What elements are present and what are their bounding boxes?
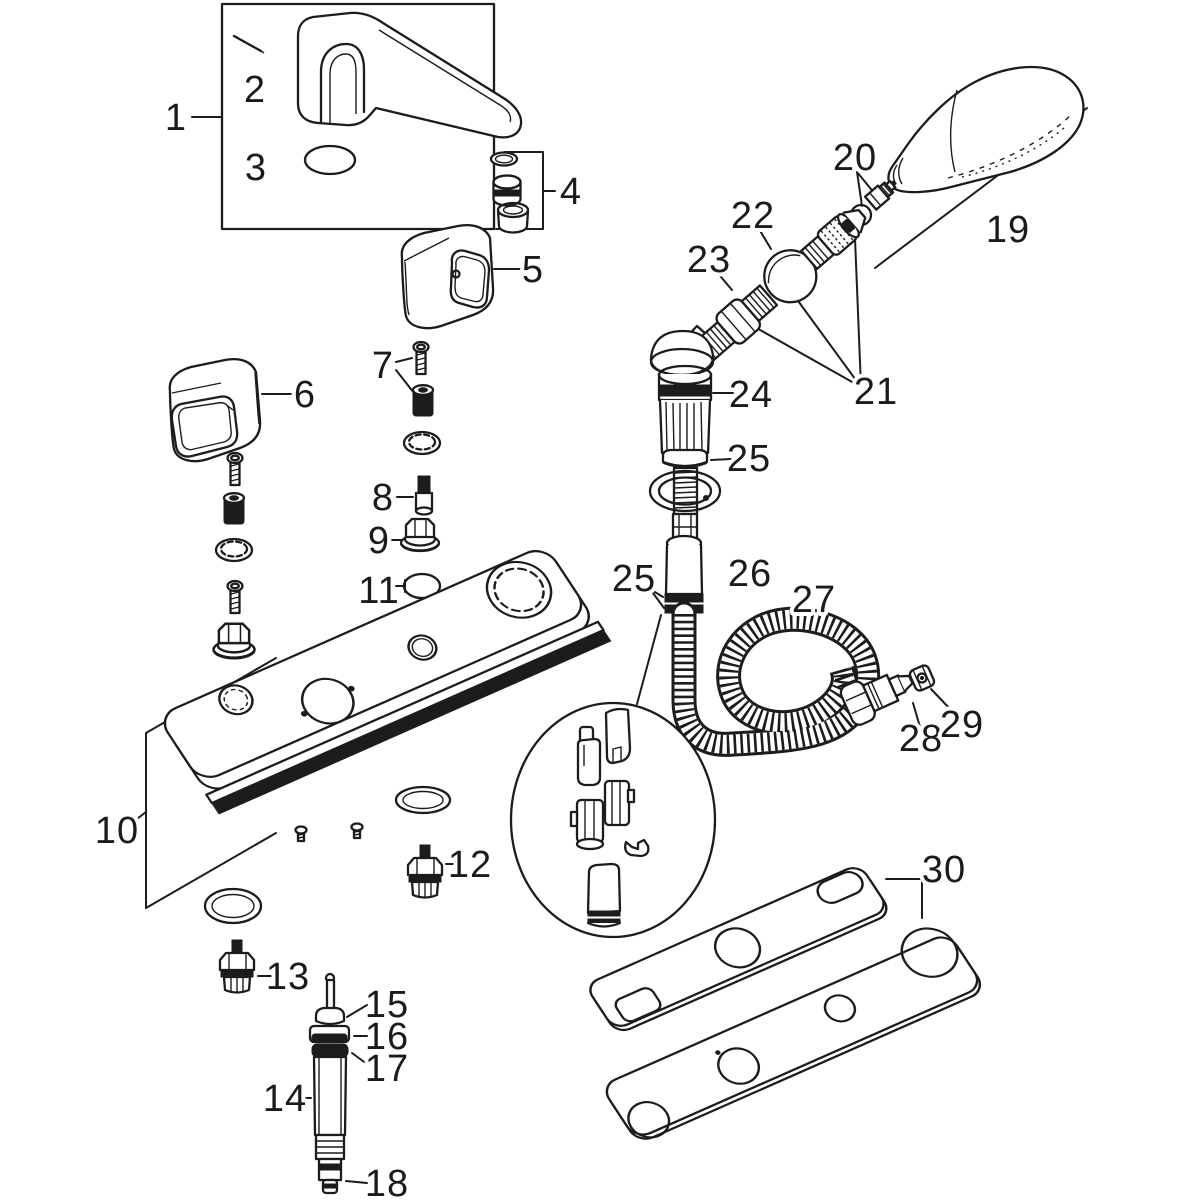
o-ring-part11 (402, 572, 442, 600)
callout-12: 12 (448, 844, 492, 886)
cartridge-part12 (406, 843, 444, 900)
left-fastener-stack (212, 451, 256, 660)
right-fastener-stack (399, 340, 442, 600)
detail-circle (509, 701, 717, 939)
callout-9: 9 (368, 520, 390, 562)
callout-14: 14 (263, 1078, 307, 1120)
deck-plate-part10 (163, 550, 612, 815)
callout-17: 17 (365, 1048, 409, 1090)
callout-25b: 25 (612, 558, 656, 600)
hose-fitting-part28 (839, 673, 914, 726)
holder-stem-assembly (648, 329, 722, 614)
callout-26: 26 (728, 553, 772, 595)
flange-ring (648, 469, 722, 513)
callout-5: 5 (522, 249, 544, 291)
ring-part17 (311, 1043, 349, 1058)
detail-clip-d (603, 779, 636, 827)
connector-part18 (317, 1157, 343, 1195)
screw-part7 (412, 340, 430, 376)
plate-screw-b (350, 822, 364, 840)
o-ring-part3 (303, 144, 357, 176)
base-plate-lower-part30 (605, 927, 982, 1140)
aerator-insert (492, 174, 522, 207)
callout-11: 11 (358, 570, 399, 612)
detail-clip-a (576, 725, 602, 787)
detail-clip-c (569, 798, 605, 851)
pin-part2 (232, 34, 263, 53)
callout-29: 29 (940, 704, 984, 746)
callout-18: 18 (365, 1163, 409, 1200)
callout-30: 30 (922, 849, 966, 891)
callout-6: 6 (294, 374, 316, 416)
detail-cylinder (586, 862, 622, 928)
callout-25a: 25 (727, 438, 771, 480)
aerator-seal (489, 151, 519, 167)
hand-shower-part19 (887, 65, 1085, 194)
callout-22: 22 (731, 195, 775, 237)
detail-clip-e (624, 838, 650, 858)
callout-1: 1 (165, 97, 187, 139)
threaded-tube (672, 466, 699, 516)
nut-part9 (399, 517, 441, 553)
callout-4: 4 (560, 171, 582, 213)
connector-part26 (664, 534, 704, 614)
callout-21: 21 (854, 371, 898, 413)
callout-19: 19 (986, 209, 1030, 251)
callout-28: 28 (899, 718, 943, 760)
callout-2: 2 (244, 69, 266, 111)
callout-8: 8 (372, 477, 394, 519)
callout-labels: 1 2 3 4 5 6 7 8 9 10 11 12 13 14 15 16 1… (91, 65, 1033, 1200)
adapter-part7 (411, 384, 435, 418)
callout-13: 13 (266, 956, 310, 998)
cap-part15 (314, 1006, 346, 1026)
shower-hose-part27 (671, 601, 936, 757)
handle-part6 (168, 358, 262, 463)
callout-10: 10 (95, 810, 139, 852)
diverter-assembly (308, 972, 351, 1195)
aerator-set-part4 (489, 151, 530, 234)
callout-23: 23 (687, 239, 731, 281)
cartridge-part13 (218, 938, 256, 995)
plate-screw-a (294, 825, 308, 843)
callout-15: 15 (365, 984, 409, 1026)
callout-27: 27 (792, 579, 836, 621)
detail-clip-b (604, 707, 632, 765)
handle-part5 (400, 224, 495, 330)
base-plate-upper-part30 (589, 867, 888, 1032)
escutcheon-part24 (649, 329, 715, 455)
aerator-shell (496, 201, 530, 234)
callout-16: 16 (365, 1016, 409, 1058)
insert-part29 (908, 664, 936, 692)
cap-part25a (661, 448, 709, 469)
spout-assembly (232, 11, 523, 176)
callout-7: 7 (372, 345, 394, 387)
callout-20: 20 (833, 137, 877, 179)
valve-area (203, 785, 452, 995)
callout-24: 24 (729, 374, 773, 416)
spout-part1 (296, 11, 523, 139)
stud-part8 (414, 475, 434, 516)
callout-3: 3 (245, 147, 267, 189)
